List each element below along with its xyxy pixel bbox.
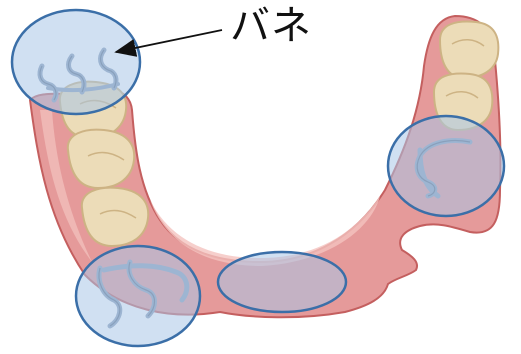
highlight-top-left <box>12 10 140 114</box>
highlight-bottom-left <box>76 246 200 346</box>
spring-label: バネ <box>230 2 312 50</box>
highlight-bottom-center <box>218 252 346 312</box>
highlight-right <box>388 116 504 216</box>
tooth <box>440 22 498 78</box>
tooth <box>82 188 148 246</box>
tooth <box>68 130 134 188</box>
